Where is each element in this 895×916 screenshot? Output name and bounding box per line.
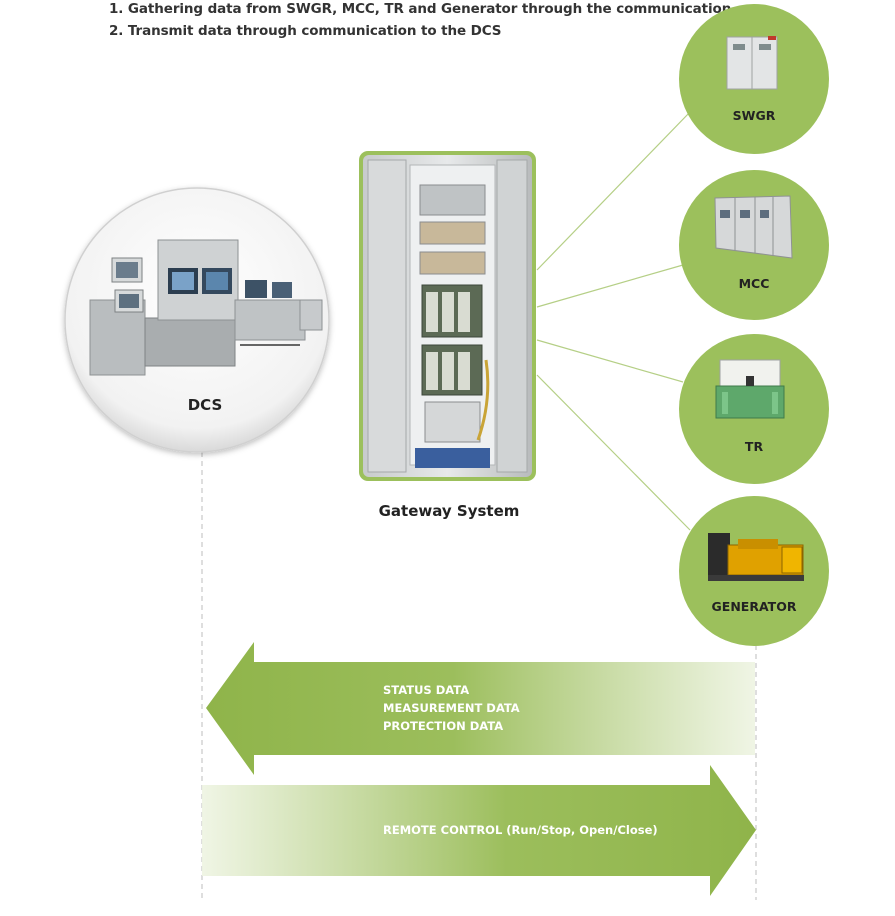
generator-label: GENERATOR bbox=[711, 599, 797, 614]
tr-image bbox=[715, 359, 785, 419]
description-notes: 1. Gathering data from SWGR, MCC, TR and… bbox=[109, 0, 736, 44]
line-generator bbox=[536, 374, 691, 531]
measurement-data-text: MEASUREMENT DATA bbox=[383, 701, 520, 715]
gateway-image bbox=[367, 159, 528, 473]
note-2: 2. Transmit data through communication t… bbox=[109, 23, 502, 39]
to-dcs-text: STATUS DATA MEASUREMENT DATA PROTECTION … bbox=[383, 681, 520, 735]
dcs-image bbox=[89, 239, 323, 376]
status-data-text: STATUS DATA bbox=[383, 683, 470, 697]
mcc-node bbox=[679, 170, 829, 320]
remote-control-text: REMOTE CONTROL (Run/Stop, Open/Close) bbox=[383, 823, 658, 837]
generator-node bbox=[679, 496, 829, 646]
control-arrow-to-devices bbox=[202, 765, 756, 896]
line-tr bbox=[536, 339, 684, 383]
protection-data-text: PROTECTION DATA bbox=[383, 719, 504, 733]
mcc-image bbox=[714, 195, 793, 259]
data-arrow-to-dcs bbox=[206, 642, 755, 775]
tr-label: TR bbox=[744, 439, 764, 454]
swgr-image bbox=[726, 36, 778, 90]
note-1: 1. Gathering data from SWGR, MCC, TR and… bbox=[109, 1, 737, 17]
tr-node bbox=[679, 334, 829, 484]
line-mcc bbox=[536, 264, 684, 308]
swgr-label: SWGR bbox=[732, 108, 776, 123]
line-swgr bbox=[536, 111, 691, 271]
gateway-label: Gateway System bbox=[378, 502, 520, 520]
swgr-node bbox=[679, 4, 829, 154]
generator-image bbox=[708, 533, 804, 581]
dcs-node bbox=[64, 187, 330, 453]
connection-lines bbox=[536, 111, 691, 531]
gateway-node bbox=[359, 151, 536, 481]
dcs-label: DCS bbox=[187, 396, 223, 414]
mcc-label: MCC bbox=[738, 276, 770, 291]
